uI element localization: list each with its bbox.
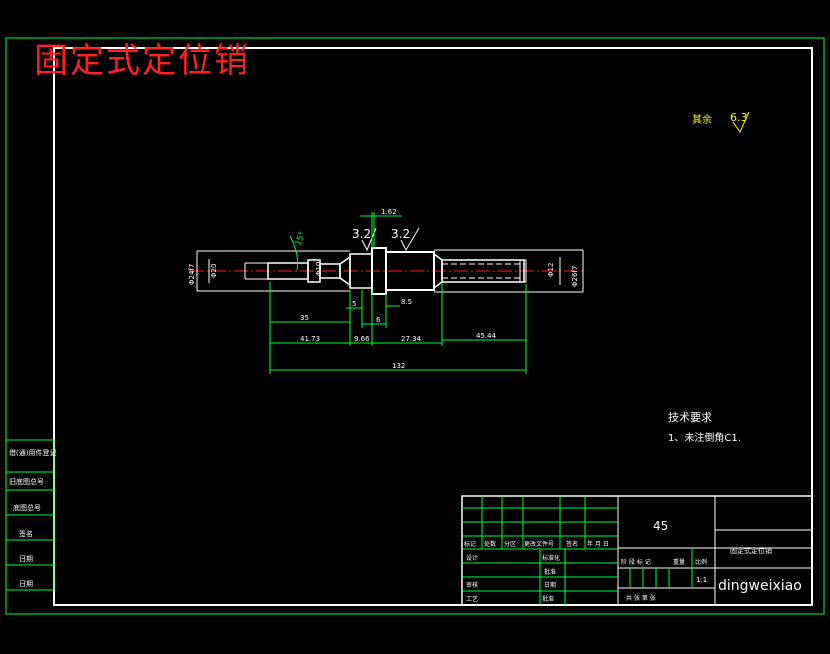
roughness-value: 6.3 (730, 111, 748, 124)
dim-total: 132 (392, 362, 405, 370)
tb-scale: 1:1 (696, 576, 707, 584)
dim-right-d: Φ12 (547, 263, 555, 277)
surface-mark-1-icon (361, 227, 377, 252)
dim-27-34: 27.34 (401, 335, 422, 343)
drawing-title: 固定式定位销 (34, 41, 250, 81)
tb-sheet-info: 共 张 第 张 (626, 594, 656, 602)
sidebar-label-2: 旧底图总号 (9, 477, 44, 486)
tb-header-3: 分区 (504, 540, 516, 548)
surface-mark-1: 3.2 (352, 227, 371, 241)
tb-review: 审核 (466, 581, 478, 589)
tb-approve-2: 批准 (542, 595, 554, 603)
tb-stage: 阶 段 标 记 (621, 558, 651, 566)
outer-frame (5, 37, 825, 615)
title-block: 标记 处数 分区 更改文件号 签名 年 月 日 设计 审核 工艺 标准化 批准 … (461, 495, 813, 606)
dim-6: 6 (376, 316, 381, 324)
inner-border (53, 47, 813, 606)
sidebar-label-5: 日期 (19, 555, 33, 563)
tb-design: 设计 (466, 554, 478, 562)
dim-left-tol: Φ24f7 (188, 264, 196, 285)
roughness-icon (732, 111, 750, 134)
dim-8-5: 8.5 (401, 298, 412, 306)
roughness-prefix: 其余 (692, 113, 712, 126)
tb-weight: 重量 (673, 558, 685, 566)
sidebar-label-4: 签名 (19, 529, 33, 538)
tb-scale-label: 比例 (695, 558, 707, 566)
tb-material: 45 (653, 519, 668, 533)
tb-header-1: 标记 (464, 540, 476, 548)
angle-arc (289, 235, 299, 271)
surface-mark-2-icon (400, 227, 420, 252)
tech-req-title: 技术要求 (668, 411, 712, 424)
tb-date: 日期 (544, 581, 556, 589)
dim-41-73: 41.73 (300, 335, 320, 343)
tb-header-2: 处数 (484, 540, 496, 548)
tb-header-4: 更改文件号 (524, 540, 554, 548)
dim-chamfer-top: 1.62 (381, 208, 397, 216)
tb-process: 工艺 (466, 595, 478, 603)
tb-company: dingweixiao (718, 578, 802, 594)
tb-standard: 标准化 (542, 554, 560, 562)
sidebar-label-3: 底图总号 (13, 503, 41, 512)
tb-approve-1: 批准 (544, 568, 556, 576)
tech-req-item: 1、未注倒角C1. (668, 431, 741, 444)
surface-mark-2: 3.2 (391, 227, 410, 241)
dim-left-d: Φ20 (210, 264, 218, 278)
dim-5: 5 (352, 300, 356, 308)
dim-angle: 15° (293, 230, 306, 246)
tb-header-6: 年 月 日 (587, 540, 609, 548)
sidebar-label-1: 借(通)用件登记 (9, 448, 56, 457)
sidebar-label-6: 日期 (19, 580, 33, 588)
dim-45-44: 45.44 (476, 332, 497, 340)
dim-mid-d: Φ10 (315, 262, 323, 276)
dim-35: 35 (300, 314, 309, 322)
left-sidebar: 借(通)用件登记 旧底图总号 底图总号 签名 日期 日期 (5, 439, 56, 591)
dim-9-66: 9.66 (354, 335, 370, 343)
tb-part-name: 固定式定位销 (730, 546, 772, 555)
tb-header-5: 签名 (566, 540, 578, 548)
dimension-lines (269, 282, 527, 374)
pin-drawing: Φ24f7 Φ20 Φ10 Φ12 Φ26f7 15° 3.2 3.2 1.62 (188, 208, 585, 374)
dim-right-tol: Φ26f7 (571, 266, 579, 287)
